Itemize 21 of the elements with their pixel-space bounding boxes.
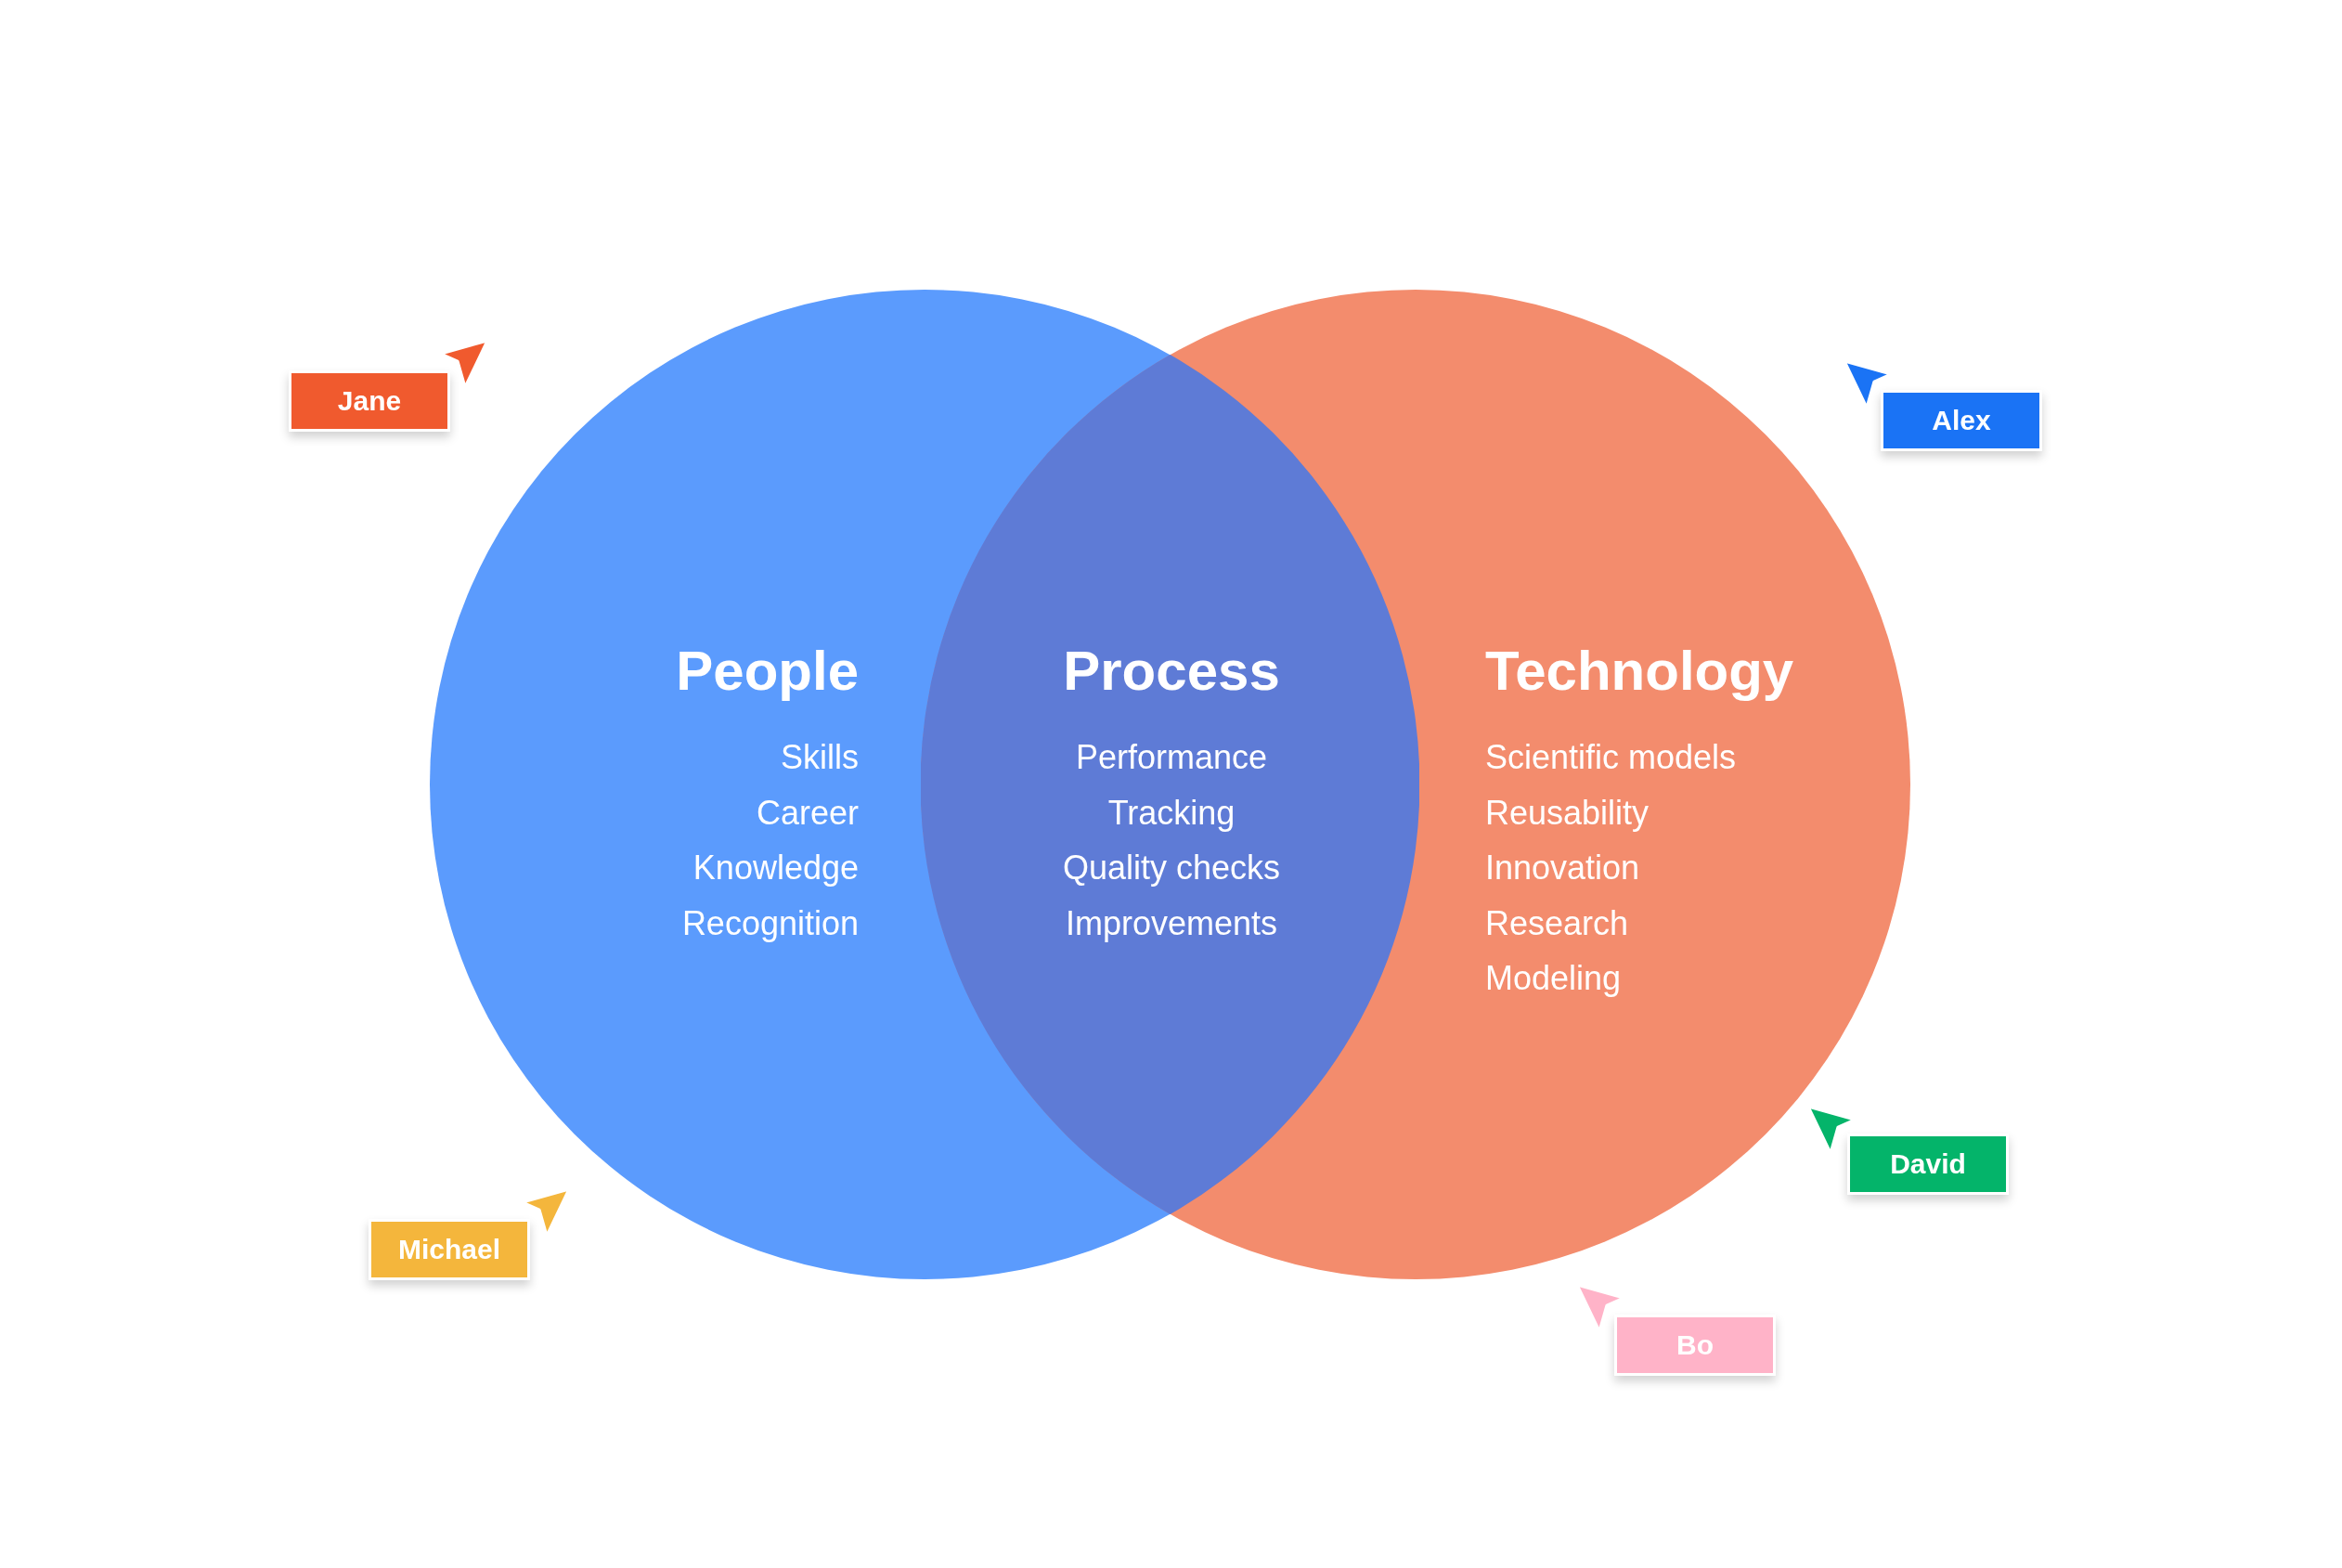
list-item: Reusability: [1485, 794, 1650, 833]
name-tag: Jane: [289, 370, 450, 432]
list-item: Skills: [781, 738, 859, 777]
name-tag: Bo: [1614, 1315, 1776, 1376]
list-item: Knowledge: [692, 849, 859, 888]
list-item: Research: [1485, 904, 1629, 943]
list-item: Scientific models: [1485, 738, 1737, 777]
list-item: Recognition: [681, 904, 859, 943]
list-item: Quality checks: [1062, 849, 1281, 888]
list-item: Improvements: [1065, 904, 1278, 943]
list-item: Career: [756, 794, 859, 833]
name-tag: Alex: [1881, 390, 2042, 451]
heading: Process: [1063, 639, 1280, 703]
heading: Technology: [1485, 639, 1794, 703]
name-tag: David: [1847, 1134, 2009, 1195]
heading: People: [676, 639, 859, 703]
list-item: Performance: [1075, 738, 1268, 777]
list-item: Tracking: [1107, 794, 1236, 833]
list-item: Modeling: [1485, 959, 1622, 998]
list-item: Innovation: [1485, 849, 1640, 888]
name-tag: Michael: [369, 1219, 530, 1280]
